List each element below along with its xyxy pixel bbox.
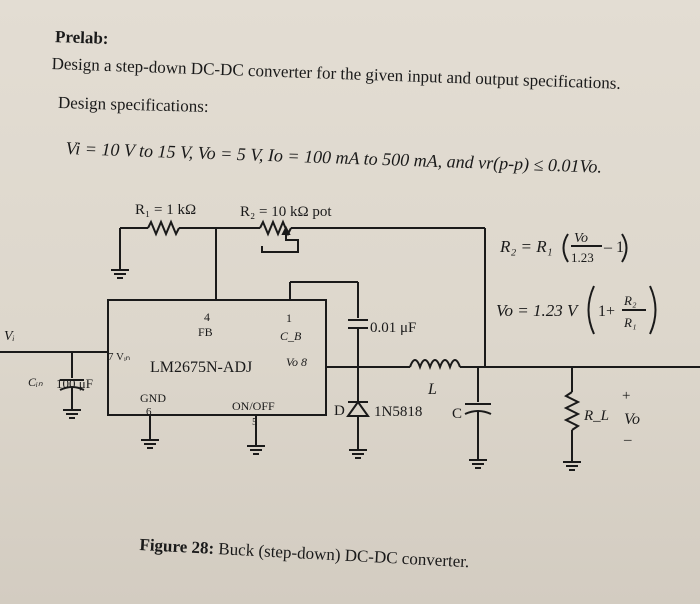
pin7-label: 7 Vᵢₙ [108,351,130,363]
r1-label: R₁ = 1 kΩ [135,202,196,218]
pin1-label: 1 [286,311,292,325]
fb-label: FB [198,325,213,339]
cap-value: 0.01 μF [370,320,416,336]
r2-formula-tail: – 1 [603,239,624,256]
vo-formula-one: 1+ [598,303,615,320]
r2-paren-left [562,233,569,263]
pot-wiper [261,232,299,253]
cout-plate-bottom [464,410,492,415]
pin4-label: 4 [204,310,210,324]
vo-paren-right [649,285,657,335]
figure-label: Figure 28: [139,535,215,558]
r1-resistor [147,219,180,237]
vo-paren-left [587,285,595,335]
ic-name: LM2675N-ADJ [150,359,252,376]
pin6-label: 6 [146,406,152,418]
r2-formula-den: 1.23 [571,250,594,265]
inductor-label: L [427,381,437,398]
cin-label: Cᵢₙ [28,375,43,389]
r2-label: R₂ = 10 kΩ pot [240,204,332,220]
onoff-label: ON/OFF [232,399,275,413]
cin-value: 100 μF [56,376,93,391]
vo-formula-lhs: Vo = 1.23 V [496,301,580,320]
cap-c-label: C [452,406,462,422]
cb-label: C_B [280,329,302,343]
r2-paren-right [621,233,628,263]
plus-label: + [622,388,630,404]
diode-part: 1N5818 [374,404,422,420]
vi-label: Vᵢ [4,329,15,344]
r2-formula-lhs: R₂ = R₁ [499,237,553,256]
pin5-label: 5 [252,416,258,428]
inductor-coil [409,359,461,370]
vo-pin-label: Vo 8 [286,355,307,369]
vo-label: Vo [624,411,640,428]
rl-label: R_L [583,408,609,424]
vo-formula-den: R₁ [623,315,636,330]
rl-resistor [563,391,581,431]
minus-label: – [623,432,632,448]
diode-label: D [334,403,345,419]
vo-formula-num: R₂ [623,293,637,308]
r2-formula-num: Vo [574,231,588,246]
cin-plate-bottom [59,386,85,391]
diode-symbol [346,400,370,417]
gnd-label: GND [140,391,166,405]
